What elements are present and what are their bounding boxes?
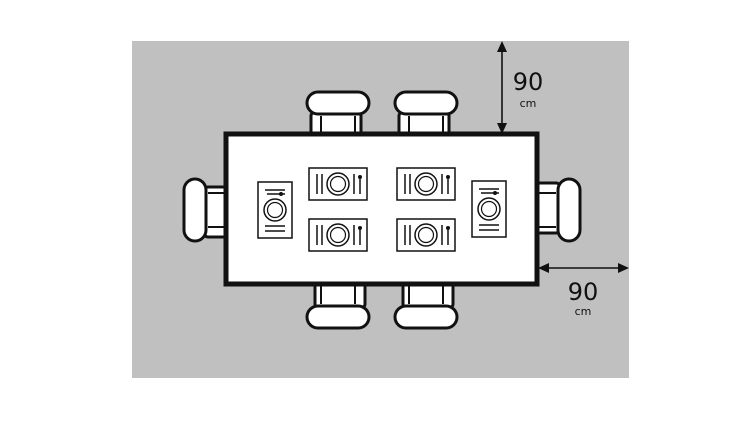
place-setting-bottom-right bbox=[396, 218, 456, 252]
place-setting-top-left bbox=[308, 167, 368, 201]
side-clearance-value: 90 bbox=[568, 278, 599, 306]
place-setting-bottom-left bbox=[308, 218, 368, 252]
top-clearance-unit: cm bbox=[520, 97, 537, 110]
place-setting-top-right bbox=[396, 167, 456, 201]
top-clearance-value: 90 bbox=[513, 68, 544, 96]
side-clearance-unit: cm bbox=[575, 305, 592, 318]
place-setting-right-end bbox=[471, 180, 507, 238]
dimension-arrow-icon bbox=[497, 41, 507, 134]
dimension-arrow-icon bbox=[538, 263, 629, 273]
place-setting-left-end bbox=[257, 181, 293, 239]
